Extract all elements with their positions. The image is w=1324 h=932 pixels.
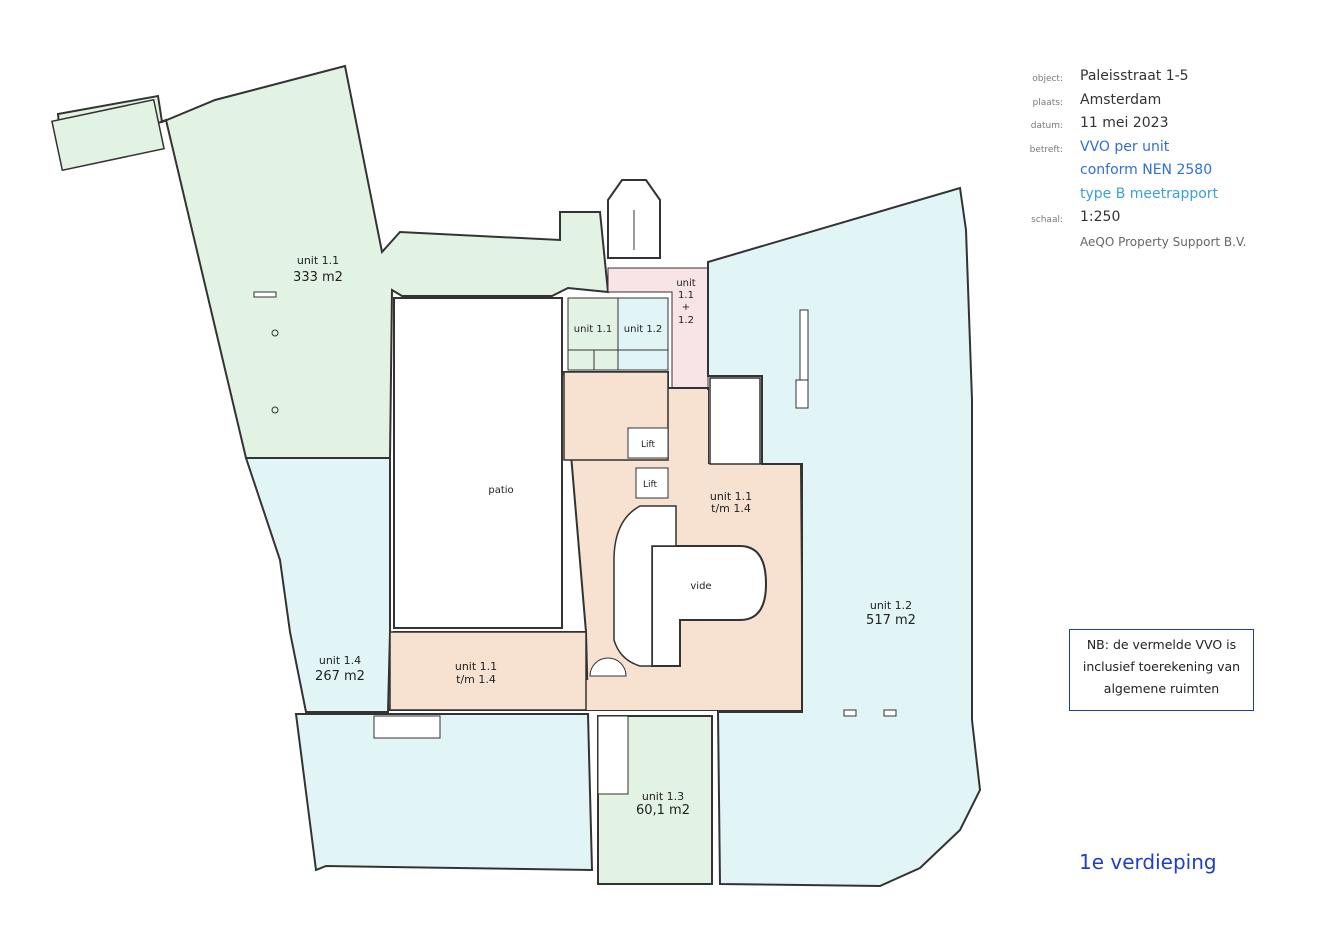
- shared-core-area: [388, 371, 802, 711]
- info-value: 1:250: [1080, 209, 1121, 225]
- info-value: 11 mei 2023: [1080, 115, 1169, 131]
- unit-1-4-area: [244, 457, 594, 872]
- note-line: algemene ruimten: [1103, 681, 1220, 696]
- info-row-betreft: betreft: VVO per unit: [990, 139, 1310, 163]
- bottom-corridor: [389, 631, 587, 711]
- unit-1-1-name: unit 1.1: [297, 254, 339, 267]
- info-row-object: object: Paleisstraat 1-5: [990, 68, 1310, 92]
- unit-1-3-name: unit 1.3: [642, 790, 684, 803]
- unit-1-2-fill: [707, 186, 982, 888]
- shared-label-c: +: [682, 302, 690, 313]
- small-unit-1-1: [567, 297, 619, 371]
- lift-1: [627, 427, 669, 459]
- patio-label: patio: [488, 485, 513, 496]
- unit-1-4-name: unit 1.4: [319, 654, 361, 667]
- unit-1-3-area-label: 60,1 m2: [636, 803, 690, 818]
- small-unit-1-1-label: unit 1.1: [574, 324, 612, 335]
- unit-1-4-fill: [244, 457, 391, 713]
- lift-2: [635, 467, 669, 499]
- info-row-conform: conform NEN 2580: [990, 162, 1310, 186]
- info-key: betreft:: [1029, 144, 1063, 155]
- unit-1-1-area: [51, 64, 610, 459]
- balcony: [51, 98, 165, 172]
- unit-1-2-name: unit 1.2: [870, 599, 912, 612]
- column-round: [271, 329, 279, 337]
- info-value: conform NEN 2580: [1080, 162, 1213, 178]
- bottom-range: t/m 1.4: [456, 673, 496, 686]
- column: [843, 709, 857, 717]
- column-round: [271, 406, 279, 414]
- floor-label: 1e verdieping: [1079, 850, 1217, 874]
- info-key: datum:: [1030, 121, 1063, 131]
- info-value: Amsterdam: [1080, 91, 1162, 108]
- shared-label-a: unit: [676, 278, 695, 289]
- info-key: schaal:: [1031, 215, 1063, 225]
- info-row-datum: datum: 11 mei 2023: [990, 115, 1310, 139]
- core-name: unit 1.1: [710, 490, 752, 503]
- unit-1-2-area-label: 517 m2: [866, 613, 916, 628]
- column: [795, 379, 809, 409]
- note-line: NB: de vermelde VVO is: [1086, 637, 1237, 652]
- stair-unit-1-3: [597, 715, 629, 795]
- curved-stair: [613, 505, 677, 667]
- lift-1-label: Lift: [641, 440, 656, 450]
- info-row-type: type B meetrapport: [990, 186, 1310, 210]
- stair-small: [373, 715, 441, 739]
- unit-1-4-area-label: 267 m2: [315, 669, 365, 684]
- column: [883, 709, 897, 717]
- info-value: Paleisstraat 1-5: [1080, 68, 1189, 84]
- vvo-note: NB: de vermelde VVO is inclusief toereke…: [1069, 629, 1254, 711]
- info-value: AeQO Property Support B.V.: [1080, 234, 1247, 249]
- info-key: object:: [1032, 74, 1063, 84]
- info-key: plaats:: [1032, 97, 1064, 108]
- info-row-schaal: schaal: 1:250: [990, 209, 1310, 233]
- small-unit-1-2: [617, 297, 669, 371]
- info-row-company: AeQO Property Support B.V.: [990, 233, 1310, 257]
- core-range: t/m 1.4: [711, 502, 751, 515]
- unit-1-1-area-label: 333 m2: [293, 270, 343, 285]
- vide-outline: [651, 545, 768, 667]
- info-value: VVO per unit: [1080, 138, 1170, 155]
- lift-2-label: Lift: [643, 480, 658, 490]
- bottom-name: unit 1.1: [455, 660, 497, 673]
- note-line: inclusief toerekening van: [1082, 659, 1241, 674]
- info-value: type B meetrapport: [1080, 185, 1219, 202]
- semicircle-stair: [589, 657, 627, 677]
- title-block: object: Paleisstraat 1-5 plaats: Amsterd…: [990, 68, 1310, 256]
- patio-area: [393, 297, 563, 629]
- info-row-plaats: plaats: Amsterdam: [990, 92, 1310, 116]
- shared-label-d: 1.2: [678, 315, 694, 326]
- unit-1-4-fill-lower: [294, 713, 594, 872]
- small-unit-1-2-label: unit 1.2: [624, 324, 662, 335]
- vide-label: vide: [690, 581, 711, 592]
- shared-label-b: 1.1: [678, 290, 694, 301]
- unit-1-3-area: [597, 715, 713, 885]
- unit-1-2-area: [707, 186, 982, 888]
- shaft: [709, 377, 761, 465]
- column-marker: [253, 291, 277, 298]
